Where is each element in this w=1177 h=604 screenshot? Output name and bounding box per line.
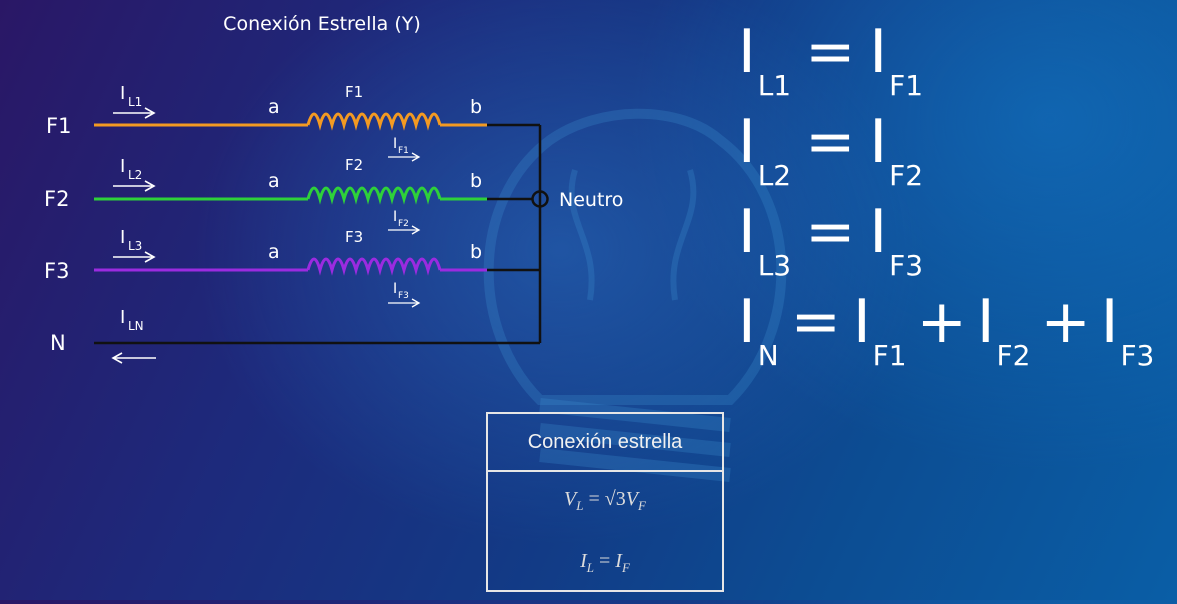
- current-il1-sub: L1: [128, 95, 142, 109]
- current-iln: I: [120, 307, 125, 328]
- eq4-plus2: +: [1040, 287, 1091, 357]
- phase-current-if1-sub: F1: [398, 146, 409, 156]
- formula-table: Conexión estrella VL = √3VF IL = IF: [486, 412, 724, 592]
- eq2-rhs-sub: F2: [889, 159, 924, 192]
- current-il2-sub: L2: [128, 168, 142, 182]
- phase-current-if1: I: [393, 136, 397, 152]
- eq4-t1-sub: F1: [872, 339, 907, 372]
- eq4-lhs-sub: N: [757, 339, 779, 372]
- eq1-lhs: I: [738, 17, 756, 87]
- f1-eq: = √3: [583, 488, 626, 510]
- line-label-n: N: [50, 331, 66, 355]
- current-il3: I: [120, 227, 125, 248]
- eq2-lhs-sub: L2: [757, 159, 792, 192]
- eq3-lhs: I: [738, 197, 756, 267]
- f2-eq: =: [594, 550, 616, 572]
- coil-label-f2: F2: [345, 156, 363, 174]
- equation-in: IN=IF1+IF2+IF3: [738, 292, 1168, 382]
- current-il2: I: [120, 156, 125, 177]
- arrowhead-il1-icon: [144, 107, 156, 119]
- eq3-rhs-sub: F3: [889, 249, 924, 282]
- current-il1: I: [120, 83, 125, 104]
- terminal-a-f3: a: [268, 241, 280, 263]
- line-label-f2: F2: [44, 187, 69, 211]
- eq4-op: =: [790, 287, 841, 357]
- eq4-t2-sub: F2: [996, 339, 1031, 372]
- current-il3-sub: L3: [128, 239, 142, 253]
- eq3-rhs: I: [869, 197, 888, 267]
- f1-lhs-sub: L: [576, 498, 584, 513]
- line-f2: F2 I L2 F2 a b I F2: [44, 156, 487, 235]
- eq1-rhs-sub: F1: [889, 69, 924, 102]
- table-header: Conexión estrella: [488, 414, 722, 472]
- f2-lhs: I: [580, 550, 587, 572]
- eq4-plus1: +: [916, 287, 967, 357]
- terminal-a-f2: a: [268, 170, 280, 192]
- line-neutral: N I LN: [50, 307, 540, 364]
- line-f3: F3 I L3 F3 a b I F3: [44, 227, 487, 308]
- eq4-lhs: I: [738, 287, 756, 357]
- equation-il1: IL1=IF1: [738, 22, 1168, 112]
- line-f1: F1 I L1 F1 a b I F1: [46, 83, 487, 162]
- terminal-a-f1: a: [268, 96, 280, 118]
- eq4-t3: I: [1100, 287, 1119, 357]
- eq4-t2: I: [976, 287, 995, 357]
- eq4-t3-sub: F3: [1120, 339, 1155, 372]
- eq2-lhs: I: [738, 107, 756, 177]
- diagram-title: Conexión Estrella (Y): [223, 13, 421, 35]
- arrowhead-if2-icon: [411, 225, 421, 235]
- f2-rhs: I: [615, 550, 622, 572]
- phase-current-if2: I: [393, 209, 397, 225]
- f1-rhs-sub: F: [637, 498, 646, 513]
- line-label-f1: F1: [46, 114, 71, 138]
- arrowhead-il2-icon: [144, 180, 156, 192]
- coil-f3: [306, 257, 442, 276]
- eq1-rhs: I: [869, 17, 888, 87]
- coil-f1: [306, 112, 442, 131]
- arrowhead-if1-icon: [411, 152, 421, 162]
- coil-f2: [306, 186, 442, 205]
- neutral-node-icon: [531, 190, 549, 208]
- arrowhead-iln-icon: [111, 352, 123, 364]
- eq1-lhs-sub: L1: [757, 69, 792, 102]
- coil-label-f1: F1: [345, 83, 363, 101]
- coil-label-f3: F3: [345, 228, 363, 246]
- eq2-rhs: I: [869, 107, 888, 177]
- equation-il2: IL2=IF2: [738, 112, 1168, 202]
- f1-lhs: V: [564, 488, 577, 510]
- eq2-op: =: [805, 107, 856, 177]
- terminal-b-f1: b: [470, 96, 482, 118]
- eq3-lhs-sub: L3: [757, 249, 792, 282]
- eq4-t1: I: [852, 287, 871, 357]
- eq3-op: =: [805, 197, 856, 267]
- phase-current-if3: I: [393, 281, 397, 297]
- equation-il3: IL3=IF3: [738, 202, 1168, 292]
- formula-current: IL = IF: [488, 550, 722, 576]
- eq1-op: =: [805, 17, 856, 87]
- terminal-b-f2: b: [470, 170, 482, 192]
- neutral-bus: [487, 123, 542, 343]
- formula-voltage: VL = √3VF: [488, 488, 722, 514]
- f1-rhs: V: [625, 488, 638, 510]
- arrowhead-if3-icon: [411, 298, 421, 308]
- phase-current-if2-sub: F2: [398, 219, 409, 229]
- terminal-b-f3: b: [470, 241, 482, 263]
- lightbulb-watermark-icon: [483, 108, 787, 482]
- phase-current-if3-sub: F3: [398, 291, 409, 301]
- current-iln-sub: LN: [128, 319, 144, 333]
- neutral-label: Neutro: [559, 189, 623, 211]
- arrowhead-il3-icon: [144, 251, 156, 263]
- f2-lhs-sub: L: [586, 560, 594, 575]
- line-label-f3: F3: [44, 259, 69, 283]
- f2-rhs-sub: F: [621, 560, 630, 575]
